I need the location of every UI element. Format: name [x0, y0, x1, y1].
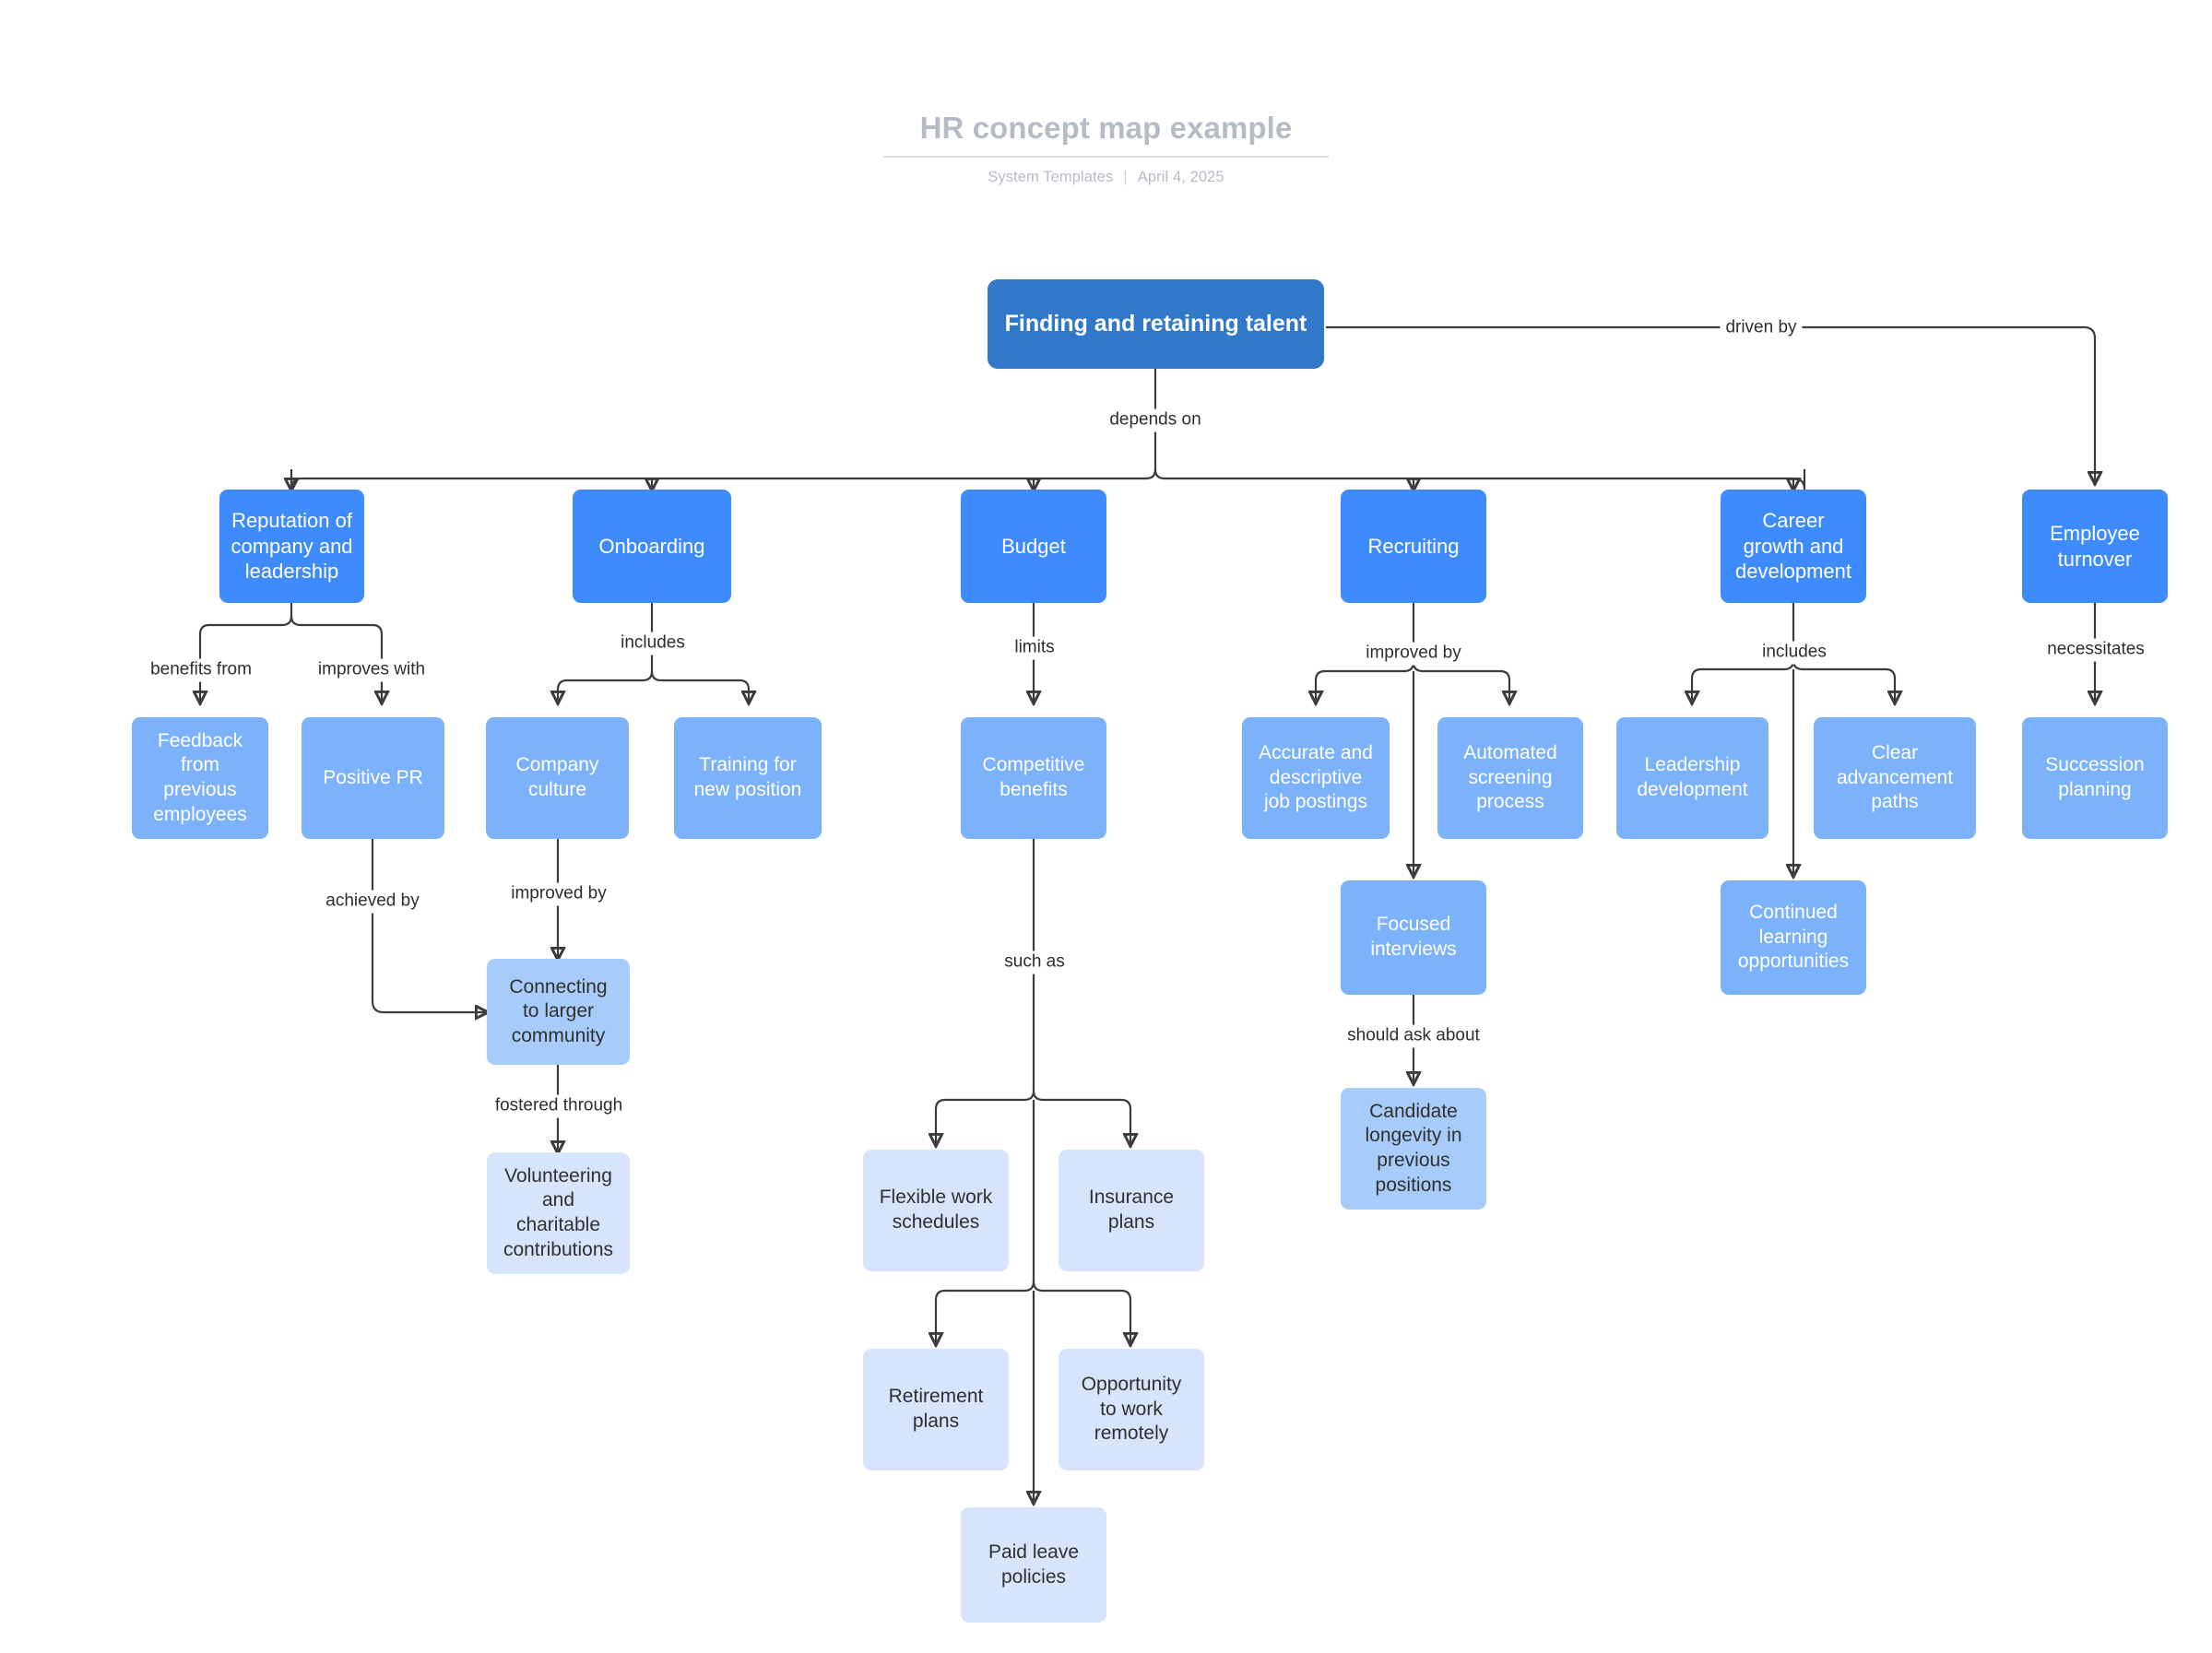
edge-driven-by	[1326, 325, 2095, 483]
node-candidate-longevity-in-previous-positions[interactable]: Candidate longevity in previous position…	[1341, 1088, 1486, 1210]
node-connecting-to-larger-community[interactable]: Connecting to larger community	[487, 959, 630, 1065]
node-reputation-of-company-and-leadership[interactable]: Reputation of company and leadership	[219, 490, 364, 603]
node-competitive-benefits[interactable]: Competitive benefits	[961, 717, 1106, 839]
edge-label-necessitates: necessitates	[2041, 638, 2150, 662]
node-retirement-plans[interactable]: Retirement plans	[863, 1349, 1009, 1470]
node-career-growth-and-development[interactable]: Career growth and development	[1721, 490, 1866, 603]
node-clear-advancement-paths[interactable]: Clear advancement paths	[1814, 717, 1976, 839]
node-finding-and-retaining-talent[interactable]: Finding and retaining talent	[988, 279, 1324, 369]
edge-label-benefits-from: benefits from	[145, 658, 257, 682]
edge-career-leadership	[1692, 659, 1795, 703]
node-training-for-new-position[interactable]: Training for new position	[674, 717, 822, 839]
document-author: System Templates	[988, 169, 1114, 185]
edge-dist-bar-left	[290, 468, 1157, 490]
node-positive-pr[interactable]: Positive PR	[302, 717, 444, 839]
edge-label-improved-by-recruiting: improved by	[1360, 642, 1467, 666]
edge-benefits-retirement	[936, 1281, 1035, 1344]
node-leadership-development[interactable]: Leadership development	[1616, 717, 1768, 839]
node-feedback-from-previous-employees[interactable]: Feedback from previous employees	[132, 717, 268, 839]
document-date: April 4, 2025	[1137, 169, 1224, 185]
page-title: HR concept map example	[882, 111, 1330, 158]
node-continued-learning-opportunities[interactable]: Continued learning opportunities	[1721, 880, 1866, 995]
edge-label-fostered-through: fostered through	[489, 1094, 629, 1118]
node-recruiting[interactable]: Recruiting	[1341, 490, 1486, 603]
edge-label-includes-career: includes	[1757, 641, 1832, 665]
edge-label-limits: limits	[1009, 636, 1060, 660]
edge-label-depends-on: depends on	[1104, 408, 1207, 432]
edge-onboarding-culture	[558, 670, 654, 703]
node-flexible-work-schedules[interactable]: Flexible work schedules	[863, 1150, 1009, 1271]
document-subtitle: System Templates | April 4, 2025	[0, 169, 2212, 186]
edge-label-improves-with: improves with	[312, 658, 432, 682]
edge-label-such-as: such as	[999, 950, 1071, 974]
edge-label-includes-onboarding: includes	[615, 632, 691, 655]
edge-recruiting-screening	[1412, 661, 1509, 703]
edge-label-achieved-by: achieved by	[320, 890, 425, 914]
document-header: HR concept map example System Templates |…	[0, 111, 2212, 186]
subtitle-separator: |	[1123, 169, 1128, 185]
edge-benefits-remote	[1032, 1281, 1130, 1344]
node-opportunity-to-work-remotely[interactable]: Opportunity to work remotely	[1059, 1349, 1204, 1470]
node-employee-turnover[interactable]: Employee turnover	[2022, 490, 2168, 603]
edge-career-advancement	[1792, 659, 1895, 703]
edge-label-improved-by-culture: improved by	[505, 882, 612, 906]
node-paid-leave-policies[interactable]: Paid leave policies	[961, 1507, 1106, 1623]
node-onboarding[interactable]: Onboarding	[573, 490, 731, 603]
edge-onboarding-training	[650, 670, 749, 703]
node-volunteering-and-charitable-contributions[interactable]: Volunteering and charitable contribution…	[487, 1152, 630, 1274]
edge-benefits-insurance	[1032, 1090, 1130, 1145]
edge-label-driven-by: driven by	[1720, 316, 1803, 340]
node-insurance-plans[interactable]: Insurance plans	[1059, 1150, 1204, 1271]
node-automated-screening-process[interactable]: Automated screening process	[1437, 717, 1583, 839]
edge-recruiting-postings	[1316, 661, 1415, 703]
edge-dist-bar-right	[1153, 468, 1806, 490]
edge-benefits-flexible	[936, 1090, 1035, 1145]
node-accurate-and-descriptive-job-postings[interactable]: Accurate and descriptive job postings	[1242, 717, 1390, 839]
node-budget[interactable]: Budget	[961, 490, 1106, 603]
node-company-culture[interactable]: Company culture	[486, 717, 629, 839]
edge-pr-community	[371, 839, 487, 1012]
edge-label-should-ask-about: should ask about	[1342, 1024, 1485, 1048]
node-focused-interviews[interactable]: Focused interviews	[1341, 880, 1486, 995]
node-succession-planning[interactable]: Succession planning	[2022, 717, 2168, 839]
